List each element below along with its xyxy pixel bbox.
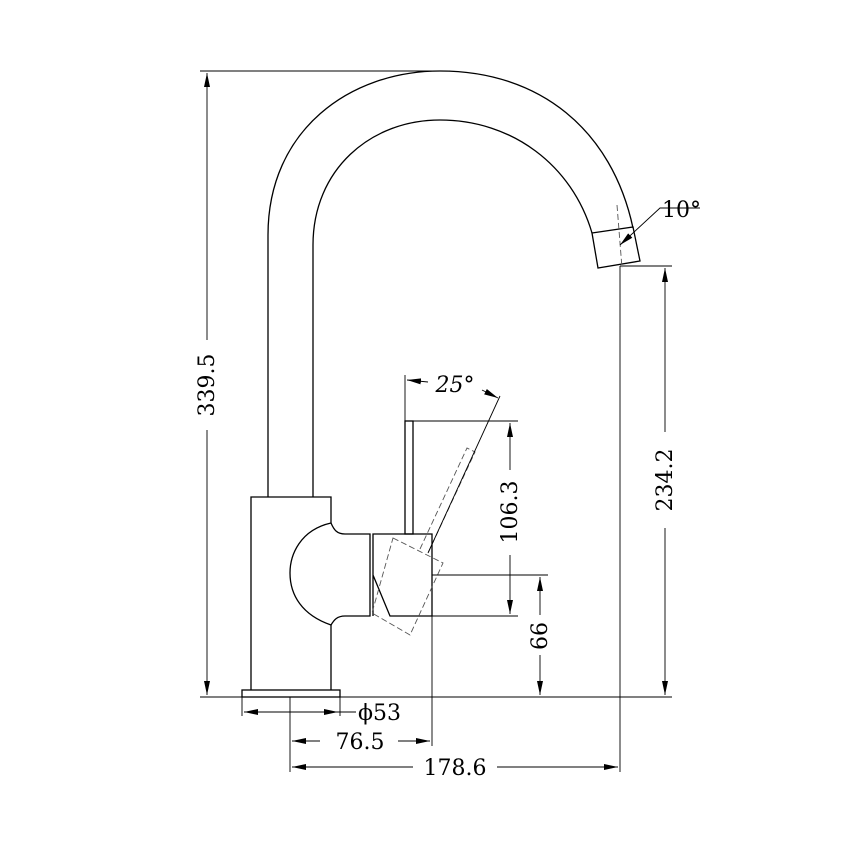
lever-rotated-ghost [371, 447, 476, 636]
extension-lines [200, 70, 672, 772]
dim-lever-angle: 25° [406, 373, 499, 399]
dim-handle-reach: 76.5 [292, 730, 430, 755]
spout-height-label: 234.2 [653, 449, 678, 512]
handle-cartridge [372, 533, 433, 617]
handle-reach-label: 76.5 [336, 730, 385, 755]
body [250, 496, 332, 690]
handle-neck [330, 522, 371, 626]
lever-angle-label: 25° [435, 373, 475, 398]
dim-handle-height: 66 [528, 577, 553, 695]
spout-nozzle [591, 226, 641, 269]
handle-dome [289, 522, 332, 626]
outlet-angle-label: 10° [662, 198, 701, 223]
lever-height-label: 106.3 [498, 481, 523, 544]
dim-total-height: 339.5 [195, 73, 220, 695]
spout-reach-label: 178.6 [424, 756, 487, 781]
spout-inner [312, 119, 593, 497]
dim-lever-height: 106.3 [498, 423, 523, 614]
nozzle-centerline [616, 204, 623, 269]
dim-spout-height: 234.2 [653, 268, 678, 695]
spout-outer [267, 70, 634, 497]
handle-height-label: 66 [528, 622, 553, 650]
dim-base-diameter: ϕ53 [244, 701, 401, 726]
dim-spout-reach: 178.6 [292, 756, 618, 781]
base-diameter-label: ϕ53 [358, 701, 401, 726]
base-plate [241, 689, 341, 698]
total-height-label: 339.5 [195, 354, 220, 417]
dim-outlet-angle: 10° [619, 198, 701, 246]
lever [404, 420, 414, 535]
